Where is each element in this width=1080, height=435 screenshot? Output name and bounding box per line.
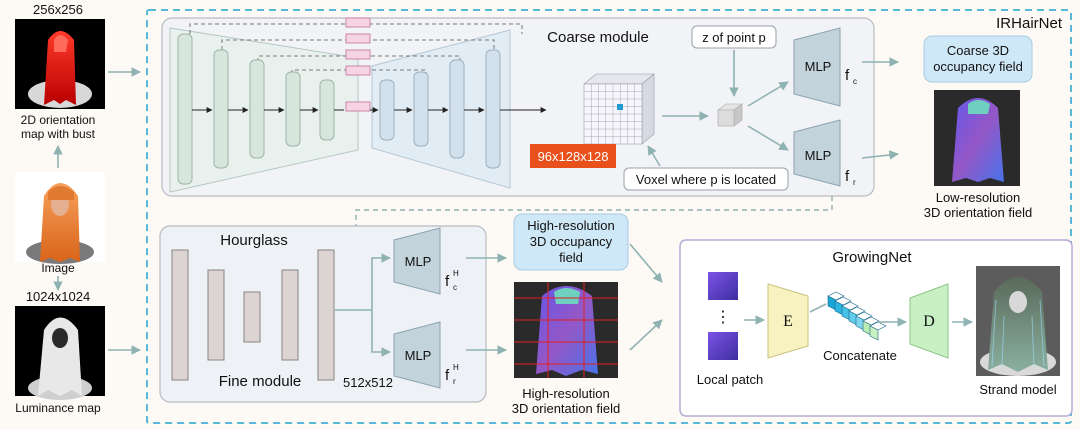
fine-fc-sup: H	[453, 269, 459, 278]
luminance-label: Luminance map	[15, 401, 101, 415]
orientation-label-line1: 2D orientation	[21, 113, 96, 127]
voxel-grid	[583, 73, 655, 145]
coarse-occupancy-line2: occupancy field	[933, 59, 1023, 74]
orientation-map-image	[15, 19, 105, 109]
lowres-label-line2: 3D orientation field	[924, 205, 1032, 220]
bottom-resolution-label: 1024x1024	[26, 289, 90, 304]
strand-model-image	[976, 266, 1060, 376]
query-point-cube	[717, 103, 743, 127]
local-patch-bottom	[708, 332, 738, 360]
hourglass-layers	[171, 249, 335, 381]
fine-fc-label: f	[445, 273, 450, 290]
voxel-dimension-text: 96x128x128	[538, 149, 609, 164]
top-resolution-label: 256x256	[33, 2, 83, 17]
fine-fr-sup: H	[453, 363, 459, 372]
growingnet-title: GrowingNet	[832, 249, 912, 266]
encoder-label: E	[783, 313, 793, 330]
fine-branch-up	[371, 253, 391, 310]
lowres-orientation-image	[934, 90, 1020, 186]
luminance-map-image	[15, 306, 105, 400]
fine-fc-sub: c	[453, 283, 457, 292]
coarse-occupancy-bubble	[923, 35, 1033, 83]
coarse-mlp-r	[793, 119, 841, 187]
coarse-fr-sub: r	[853, 178, 856, 187]
point-to-mlp-r-arrow	[747, 125, 789, 151]
skip-feature-boxes	[345, 17, 371, 112]
fine-mlp-r-label: MLP	[405, 348, 432, 363]
orientation-label-line2: map with bust	[21, 127, 96, 141]
encoder-block	[767, 283, 809, 359]
coarse-fc-label: f	[845, 67, 850, 84]
concatenate-vector	[827, 291, 887, 341]
fine-mlp-c-label: MLP	[405, 254, 432, 269]
local-patch-top	[708, 272, 738, 300]
fine-branch-down	[371, 310, 391, 357]
coarse-fc-sub: c	[853, 77, 857, 86]
highres-label-line1: High-resolution	[522, 386, 609, 401]
highres-occupancy-bubble	[513, 213, 629, 271]
coarse-mlp-c-label: MLP	[805, 59, 832, 74]
fine-mlp-c	[393, 227, 441, 295]
fine-module-title: Fine module	[219, 373, 302, 390]
input-image	[15, 172, 105, 264]
image-label: Image	[41, 261, 75, 275]
strand-model-label: Strand model	[979, 382, 1056, 397]
coarse-occupancy-line1: Coarse 3D	[947, 43, 1009, 58]
orientation-to-growing-arrow	[629, 319, 663, 351]
local-patch-dots: ⋮	[715, 309, 731, 326]
irhairnet-boundary	[146, 9, 1072, 424]
voxel-location-arrow	[647, 145, 661, 167]
voxel-location-label: Voxel where p is located	[636, 172, 776, 187]
coarse-mlp-c	[793, 27, 841, 107]
z-point-label: z of point p	[702, 30, 766, 45]
voxel-dimension-tag	[530, 144, 616, 168]
hourglass-label: Hourglass	[220, 232, 288, 249]
concatenate-label: Concatenate	[823, 348, 897, 363]
concat-cell-face	[869, 325, 879, 341]
local-patch-label: Local patch	[697, 372, 764, 387]
fine-fr-label: f	[445, 367, 450, 384]
occupancy-to-growing-arrow	[629, 243, 663, 283]
highres-orientation-image	[514, 282, 618, 378]
encoder-to-concat-line	[809, 303, 827, 313]
highres-occupancy-line2: 3D occupancy	[530, 234, 613, 249]
highres-label-line2: 3D orientation field	[512, 401, 620, 416]
decoder-label: D	[923, 313, 935, 330]
highres-occupancy-line3: field	[559, 250, 583, 265]
decoder-block	[909, 283, 949, 359]
point-to-mlp-c-arrow	[747, 81, 789, 107]
fine-mlp-r	[393, 321, 441, 389]
highres-occupancy-line1: High-resolution	[527, 218, 614, 233]
z-point-box	[691, 25, 777, 49]
fine-dim-label: 512x512	[343, 375, 393, 390]
voxel-location-box	[623, 167, 789, 191]
mlp-r-to-lowres-arrow	[861, 150, 899, 160]
irhairnet-title: IRHairNet	[996, 15, 1063, 32]
coarse-decoder-funnel	[371, 29, 511, 189]
coarse-decoder-layers	[379, 49, 501, 169]
coarse-module-title: Coarse module	[547, 29, 649, 46]
lowres-label-line1: Low-resolution	[936, 190, 1021, 205]
fine-fr-sub: r	[453, 377, 456, 386]
coarse-fr-label: f	[845, 168, 850, 185]
coarse-mlp-r-label: MLP	[805, 148, 832, 163]
coarse-encoder-layers	[177, 33, 335, 185]
